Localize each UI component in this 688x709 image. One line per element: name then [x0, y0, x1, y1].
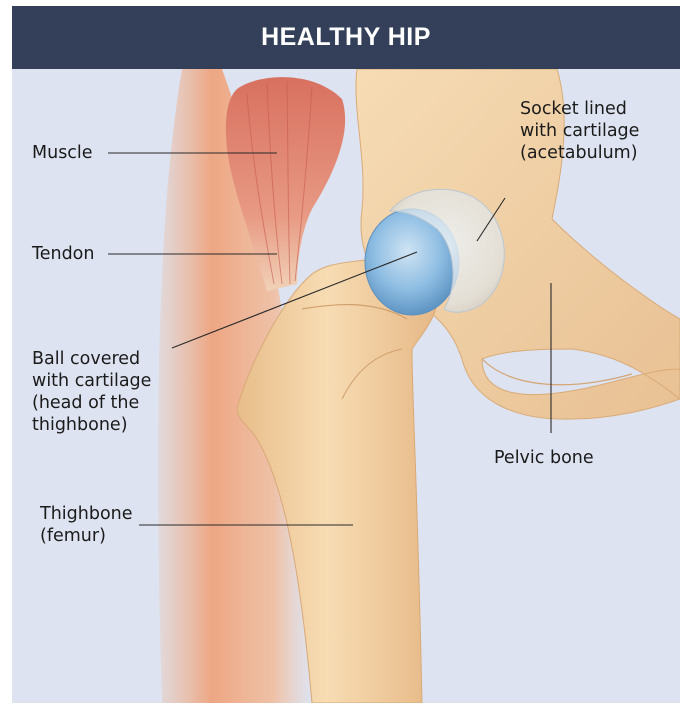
muscle-label: Muscle [32, 142, 93, 164]
diagram-title: HEALTHY HIP [261, 23, 431, 52]
socket-label-line: Socket lined [520, 98, 639, 120]
diagram-frame: HEALTHY HIP [12, 6, 680, 703]
ball-label: Ball covered with cartilage (head of the… [32, 348, 151, 436]
title-banner: HEALTHY HIP [12, 6, 680, 69]
thighbone-label: Thighbone (femur) [40, 503, 133, 547]
thighbone-label-line: (femur) [40, 525, 133, 547]
thighbone-label-line: Thighbone [40, 503, 133, 525]
socket-label-line: (acetabulum) [520, 142, 639, 164]
socket-label-line: with cartilage [520, 120, 639, 142]
ball-label-line: thighbone) [32, 414, 151, 436]
ball-label-line: (head of the [32, 392, 151, 414]
socket-label: Socket lined with cartilage (acetabulum) [520, 98, 639, 164]
tendon-label: Tendon [32, 243, 94, 265]
pelvic-bone-label: Pelvic bone [494, 447, 594, 469]
ball-label-line: Ball covered [32, 348, 151, 370]
ball-label-line: with cartilage [32, 370, 151, 392]
